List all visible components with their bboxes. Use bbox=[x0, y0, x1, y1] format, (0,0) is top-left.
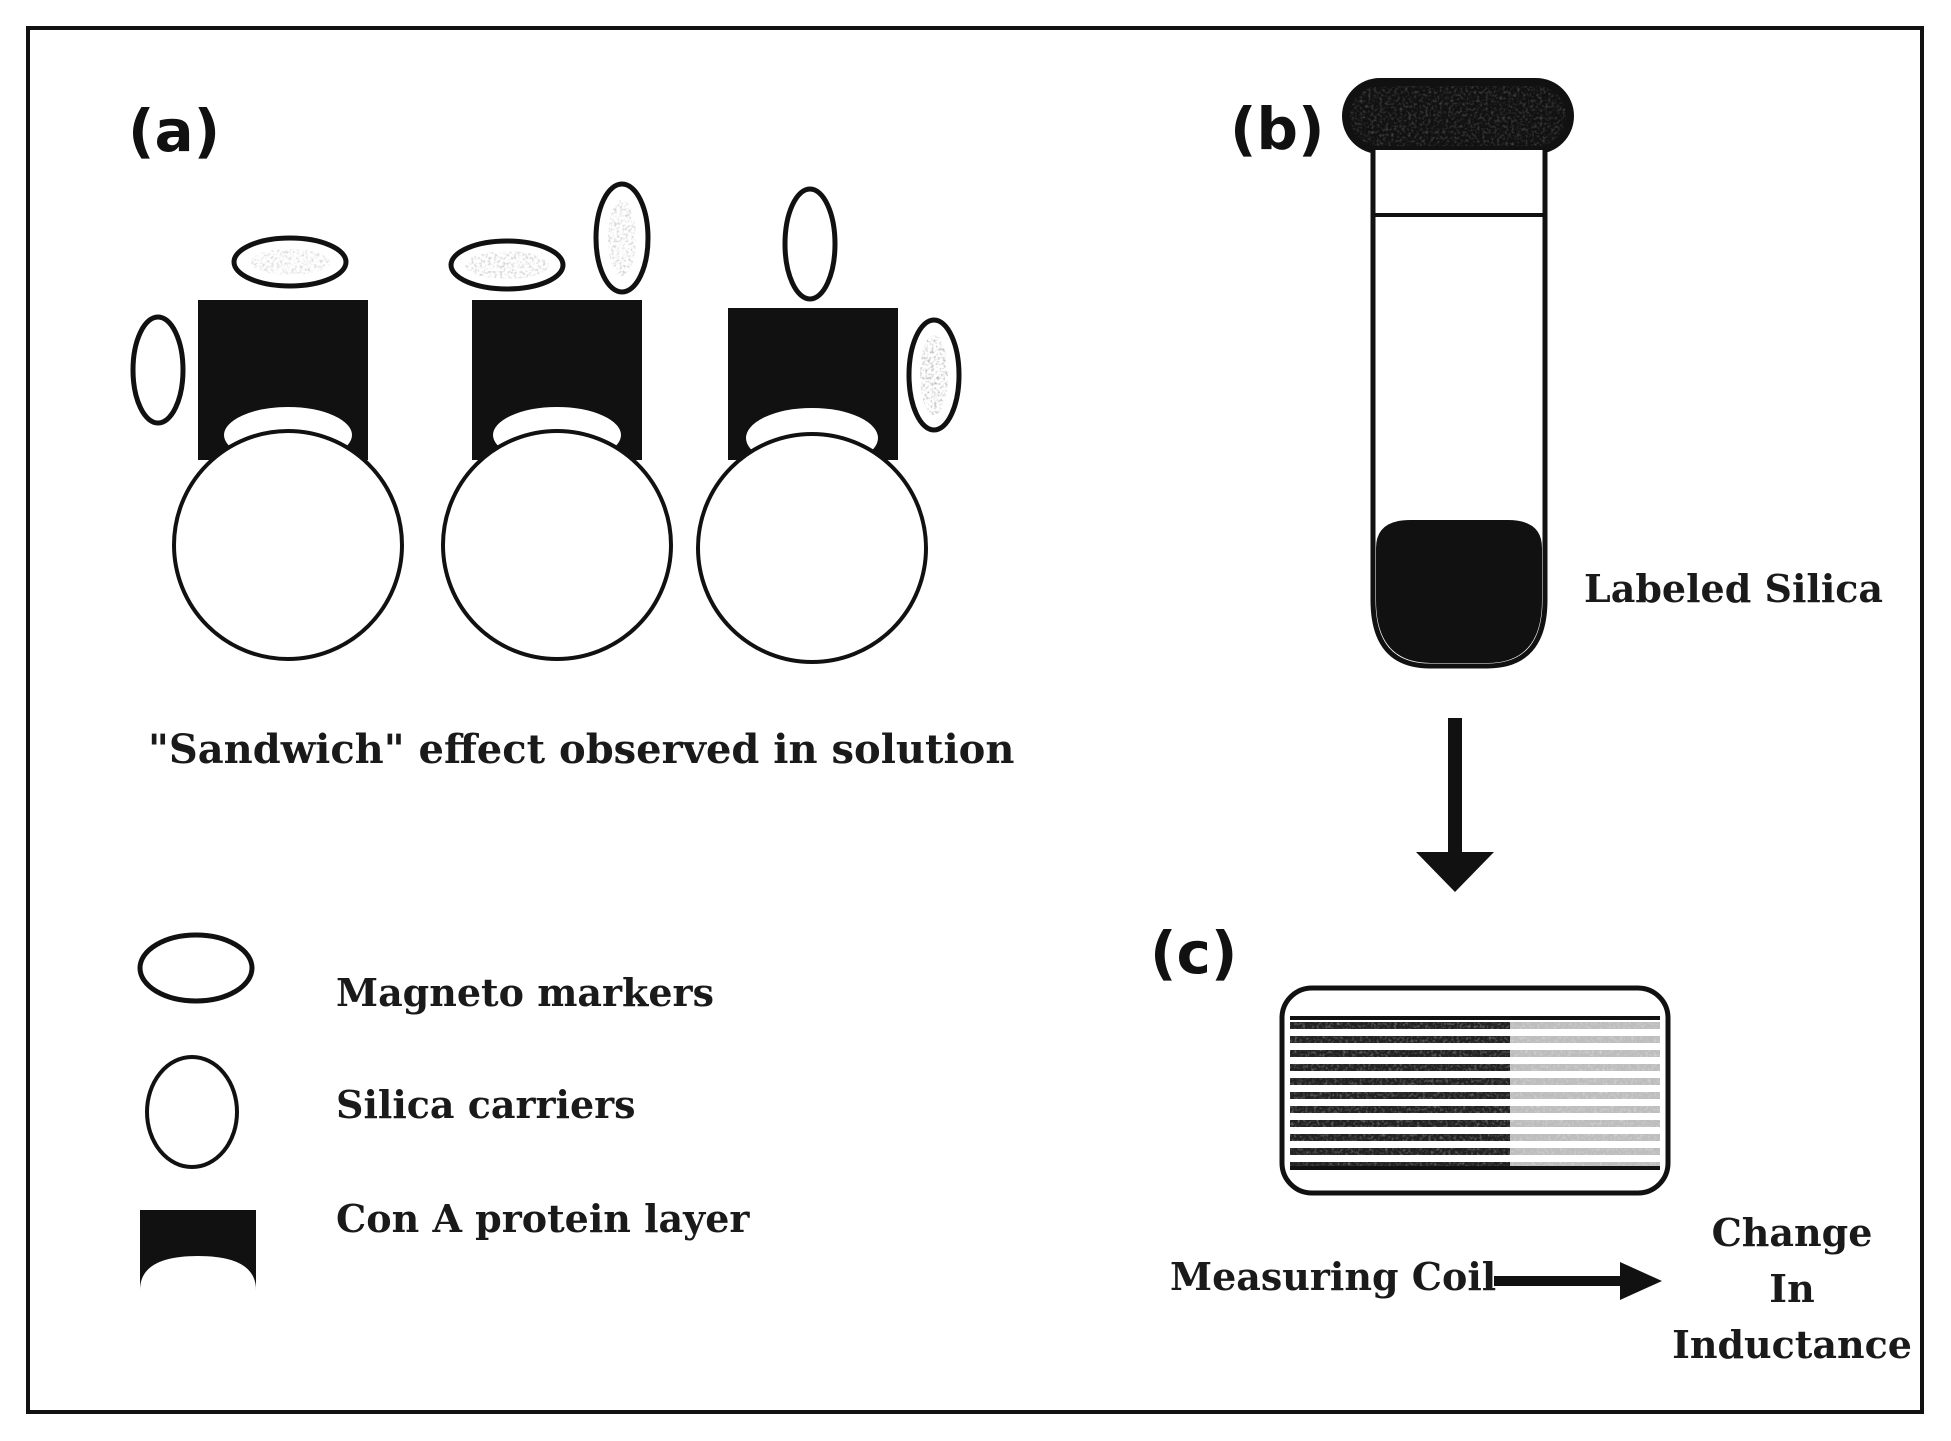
silica-carrier bbox=[696, 432, 928, 664]
silica-carrier bbox=[441, 429, 673, 661]
marker-texture bbox=[608, 200, 636, 276]
change-in-inductance-line1: Change bbox=[1711, 1210, 1873, 1255]
figure-border bbox=[26, 26, 1924, 1414]
marker-texture bbox=[465, 251, 549, 279]
sandwich-assembly-3 bbox=[696, 186, 962, 664]
labeled-silica-sediment bbox=[1376, 520, 1542, 663]
legend-label-silica-carriers: Silica carriers bbox=[336, 1082, 636, 1127]
change-in-inductance-line3: Inductance bbox=[1672, 1322, 1912, 1367]
sample-tube bbox=[1342, 78, 1574, 669]
panel-label-c: (c) bbox=[1150, 919, 1238, 987]
legend-label-con-a-protein-layer: Con A protein layer bbox=[336, 1196, 750, 1241]
magneto-marker bbox=[130, 314, 186, 426]
sandwich-caption: "Sandwich" effect observed in solution bbox=[148, 726, 1015, 773]
legend-label-magneto-markers: Magneto markers bbox=[336, 970, 714, 1015]
tube-cap-texture bbox=[1350, 86, 1566, 146]
marker-texture bbox=[250, 249, 330, 275]
silica-carrier bbox=[172, 429, 404, 661]
magneto-marker bbox=[782, 186, 838, 302]
measuring-coil bbox=[1279, 985, 1671, 1196]
down-arrow-icon bbox=[1416, 718, 1494, 892]
panel-label-a: (a) bbox=[128, 97, 221, 165]
measuring-coil-label: Measuring Coil bbox=[1170, 1254, 1497, 1299]
change-in-inductance-line2: In bbox=[1769, 1266, 1815, 1311]
right-arrow-icon bbox=[1494, 1262, 1662, 1300]
marker-texture bbox=[920, 335, 948, 415]
panel-label-b: (b) bbox=[1230, 95, 1325, 163]
con-a-protein-layer-icon bbox=[140, 1210, 256, 1290]
sandwich-assembly-2 bbox=[441, 181, 673, 661]
silica-carrier-icon bbox=[145, 1055, 239, 1169]
magneto-marker-icon bbox=[137, 932, 255, 1004]
labeled-silica-label: Labeled Silica bbox=[1584, 566, 1884, 611]
coil-fade bbox=[1510, 1018, 1660, 1168]
sandwich-assembly-1 bbox=[130, 235, 404, 661]
